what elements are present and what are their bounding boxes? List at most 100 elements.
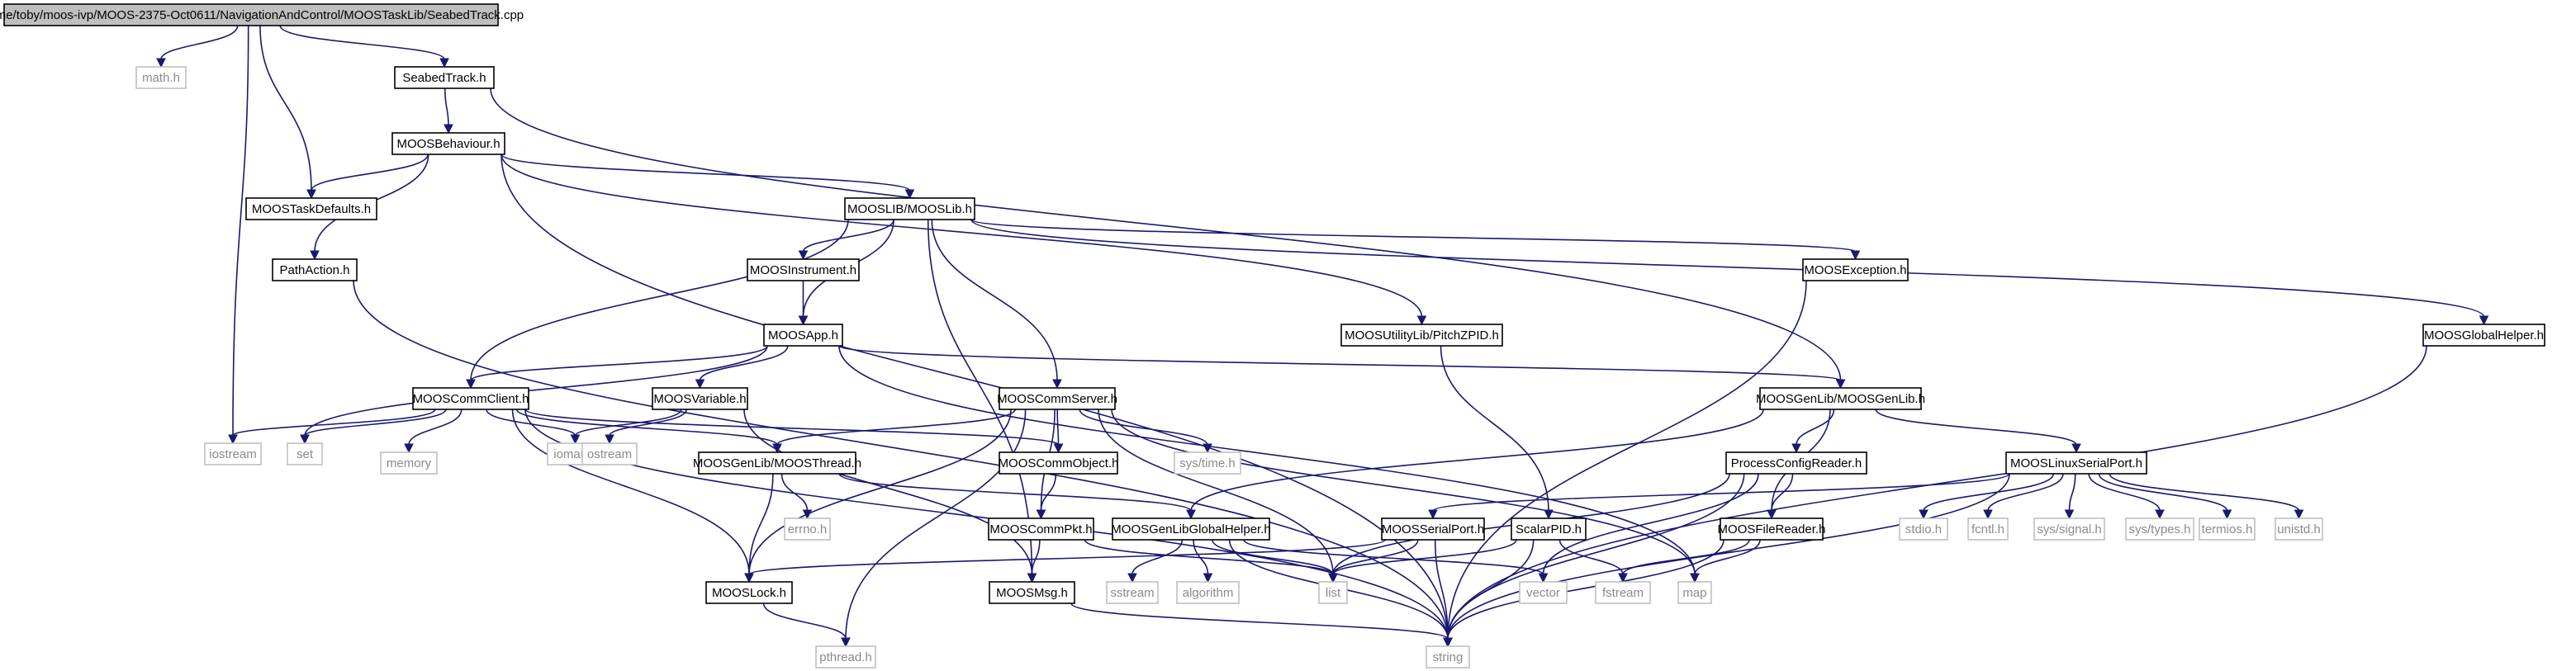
edge-pitchzpid_h-to-scalarpid_h	[1440, 345, 1554, 520]
edge-mooslinuxserialport_h-to-stdio_h	[1919, 473, 2055, 520]
node-label-mooslock_h: MOOSLock.h	[712, 586, 786, 600]
edge-mooscommclient_h-to-set	[300, 409, 447, 445]
edge-mooscommserver_h-to-mooscommobject_h	[1053, 409, 1064, 454]
edge-mooscommclient_h-to-memory	[404, 409, 463, 454]
node-moosthread_h[interactable]: MOOSGenLib/MOOSThread.h	[693, 451, 861, 475]
edge-moosapp_h-to-moosvariable_h	[695, 345, 789, 390]
node-moosglobalhelper_h[interactable]: MOOSGlobalHelper.h	[2422, 324, 2545, 347]
node-mooscommobject_h[interactable]: MOOSCommObject.h	[999, 451, 1119, 475]
node-moosexception_h[interactable]: MOOSException.h	[1802, 258, 1909, 281]
edge-moosgenlib_h-to-mooslinuxserialport_h	[1875, 409, 2081, 454]
edge-processconfigreader_h-to-moosfilereader_h	[1767, 473, 1794, 520]
node-moosapp_h[interactable]: MOOSApp.h	[763, 324, 843, 347]
edge-moosliblib_h-to-mooscommclient_h	[466, 219, 849, 390]
edge-processconfigreader_h-to-string	[1443, 473, 1745, 648]
node-label-pitchzpid_h: MOOSUtilityLib/PitchZPID.h	[1345, 328, 1499, 343]
node-label-ostream: ostream	[587, 447, 632, 461]
node-moosinstrument_h[interactable]: MOOSInstrument.h	[747, 258, 860, 281]
node-systime_h: sys/time.h	[1174, 451, 1241, 475]
node-label-mooscommserver_h: MOOSCommServer.h	[997, 392, 1117, 406]
node-mooscommclient_h[interactable]: MOOSCommClient.h	[412, 387, 529, 410]
node-fcntl_h: fcntl.h	[1967, 517, 2009, 541]
edge-mooscommclient_h-to-mooslock_h	[511, 409, 754, 584]
edge-moosvariable_h-to-ostream	[605, 409, 687, 445]
node-label-mooslinuxserialport_h: MOOSLinuxSerialPort.h	[2010, 456, 2142, 470]
node-label-scalarpid_h: ScalarPID.h	[1516, 522, 1582, 536]
node-processconfigreader_h[interactable]: ProcessConfigReader.h	[1725, 451, 1867, 475]
node-label-termios_h: termios.h	[2202, 522, 2253, 536]
node-moosserialport_h[interactable]: MOOSSerialPort.h	[1381, 517, 1485, 541]
node-algorithm: algorithm	[1176, 581, 1240, 604]
edge-moosliblib_h-to-mooscommserver_h	[931, 219, 1062, 390]
edge-moosapp_h-to-mooscommclient_h	[466, 345, 768, 390]
edge-mooslinuxserialport_h-to-syssignal_h	[2064, 473, 2076, 520]
node-label-moosgenlibglobalhelper_h: MOOSGenLibGlobalHelper.h	[1111, 522, 1270, 536]
edge-mooslinuxserialport_h-to-systypes_h	[2088, 473, 2165, 520]
node-fstream: fstream	[1595, 581, 1651, 604]
edge-mooscommclient_h-to-iostream	[228, 409, 436, 445]
node-moosgenlib_h[interactable]: MOOSGenLib/MOOSGenLib.h	[1756, 387, 1925, 410]
node-label-set: set	[297, 447, 314, 461]
edge-moosfilereader_h-to-map	[1690, 539, 1761, 584]
edge-moosglobalhelper_h-to-string	[1443, 345, 2427, 648]
edge-mooscommpkt_h-to-moosmsg_h	[1027, 539, 1041, 584]
node-label-moosinstrument_h: MOOSInstrument.h	[750, 263, 856, 277]
edge-root-to-iostream	[228, 25, 249, 445]
edge-moosbehaviour_h-to-moosliblib_h	[500, 154, 915, 200]
node-label-moosbehaviour_h: MOOSBehaviour.h	[396, 137, 500, 151]
node-label-seabedtrack_h: SeabedTrack.h	[402, 71, 486, 85]
edge-moosbehaviour_h-to-string	[500, 154, 1453, 648]
edge-moosbehaviour_h-to-pitchzpid_h	[500, 154, 1427, 326]
node-moosmsg_h[interactable]: MOOSMsg.h	[989, 581, 1075, 604]
edge-root-to-math_h	[156, 25, 239, 69]
node-scalarpid_h[interactable]: ScalarPID.h	[1511, 517, 1587, 541]
node-label-map: map	[1682, 586, 1706, 600]
edge-moosliblib_h-to-moosexception_h	[970, 219, 1861, 261]
node-errno_h: errno.h	[784, 517, 831, 541]
node-root[interactable]: /home/toby/moos-ivp/MOOS-2375-Oct0611/Na…	[0, 3, 524, 26]
node-mooslinuxserialport_h[interactable]: MOOSLinuxSerialPort.h	[2005, 451, 2147, 475]
node-label-fstream: fstream	[1602, 586, 1644, 600]
node-systypes_h: sys/types.h	[2125, 517, 2194, 541]
node-label-mooscommclient_h: MOOSCommClient.h	[413, 392, 529, 406]
node-label-mooscommobject_h: MOOSCommObject.h	[999, 456, 1119, 470]
edge-mooslinuxserialport_h-to-termios_h	[2098, 473, 2232, 520]
edge-seabedtrack_h-to-moosgenlib_h	[490, 87, 1846, 390]
node-label-processconfigreader_h: ProcessConfigReader.h	[1731, 456, 1862, 470]
node-label-mooscommpkt_h: MOOSCommPkt.h	[989, 522, 1092, 536]
edge-moosbehaviour_h-to-moostaskdefaults_h	[306, 154, 429, 200]
edge-moosserialport_h-to-mooslock_h	[744, 539, 1386, 584]
node-label-math_h: math.h	[142, 71, 180, 85]
edge-moosgenlibglobalhelper_h-to-algorithm	[1193, 539, 1213, 584]
node-moosbehaviour_h[interactable]: MOOSBehaviour.h	[391, 132, 505, 155]
edge-mooslinuxserialport_h-to-string	[1443, 473, 2010, 648]
node-pathaction_h[interactable]: PathAction.h	[272, 258, 358, 281]
node-iostream: iostream	[204, 442, 262, 465]
node-label-fcntl_h: fcntl.h	[1971, 522, 2004, 536]
node-seabedtrack_h[interactable]: SeabedTrack.h	[394, 66, 495, 89]
edge-moosgenlibglobalhelper_h-to-sstream	[1127, 539, 1184, 584]
edge-mooslinuxserialport_h-to-fcntl_h	[1983, 473, 2064, 520]
node-stdio_h: stdio.h	[1899, 517, 1948, 541]
node-label-moosglobalhelper_h: MOOSGlobalHelper.h	[2424, 328, 2544, 343]
edge-moosmsg_h-to-string	[1070, 602, 1453, 648]
node-label-root: /home/toby/moos-ivp/MOOS-2375-Oct0611/Na…	[0, 8, 524, 22]
node-label-moosvariable_h: MOOSVariable.h	[653, 392, 746, 406]
edge-seabedtrack_h-to-moosbehaviour_h	[444, 87, 453, 135]
node-mooscommserver_h[interactable]: MOOSCommServer.h	[997, 387, 1117, 410]
node-mooslock_h[interactable]: MOOSLock.h	[705, 581, 793, 604]
node-label-moosfilereader_h: MOOSFileReader.h	[1718, 522, 1826, 536]
edge-root-to-seabedtrack_h	[279, 25, 449, 69]
edge-mooscommobject_h-to-mooscommpkt_h	[1036, 473, 1057, 520]
node-moosvariable_h[interactable]: MOOSVariable.h	[652, 387, 748, 410]
node-moosgenlibglobalhelper_h[interactable]: MOOSGenLibGlobalHelper.h	[1111, 517, 1271, 541]
node-moosliblib_h[interactable]: MOOSLIB/MOOSLib.h	[844, 197, 975, 220]
node-moosfilereader_h[interactable]: MOOSFileReader.h	[1718, 517, 1826, 541]
node-label-errno_h: errno.h	[788, 522, 828, 536]
node-mooscommpkt_h[interactable]: MOOSCommPkt.h	[988, 517, 1094, 541]
node-pitchzpid_h[interactable]: MOOSUtilityLib/PitchZPID.h	[1340, 324, 1503, 347]
node-moostaskdefaults_h[interactable]: MOOSTaskDefaults.h	[245, 197, 377, 220]
edge-mooslock_h-to-pthread_h	[762, 602, 851, 648]
edge-moosvariable_h-to-iomanip	[570, 409, 682, 445]
